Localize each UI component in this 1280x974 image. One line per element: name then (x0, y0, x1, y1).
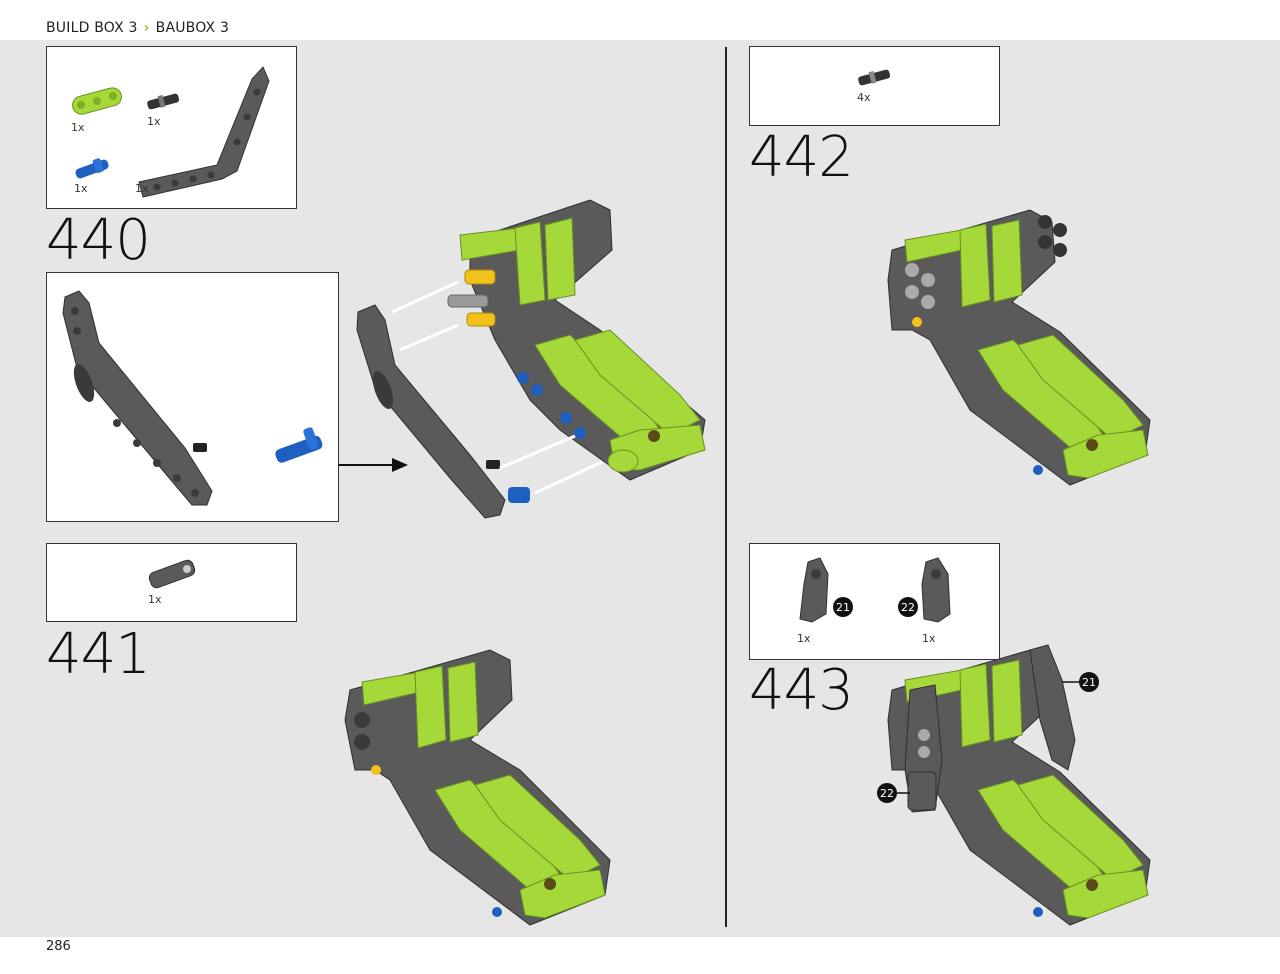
breadcrumb-en: BUILD BOX 3 (46, 20, 138, 36)
part-qty-connector: 1x (148, 593, 162, 606)
column-divider (725, 47, 727, 927)
page-number: 286 (46, 939, 71, 954)
parts-box-442: 4x (749, 46, 1000, 126)
callout-21-label: 21 (1082, 676, 1096, 689)
breadcrumb: BUILD BOX 3 › BAUBOX 3 (46, 20, 229, 36)
callout-21-icon: 21 (833, 597, 853, 617)
callout-22-label: 22 (901, 601, 915, 614)
part-qty-black-pin: 1x (147, 115, 161, 128)
blue-pin-part-icon (75, 158, 109, 179)
step-number-443: 443 (749, 658, 854, 723)
part-qty-blue-pin: 1x (74, 182, 88, 195)
right-panel-part-icon (921, 557, 951, 623)
page-header: BUILD BOX 3 › BAUBOX 3 (0, 0, 1280, 40)
black-pin-part-icon (858, 69, 891, 86)
callout-21-label: 21 (836, 601, 850, 614)
parts-illustration-442 (858, 69, 891, 86)
step-number-441: 441 (46, 622, 151, 687)
assembly-arrow-icon (221, 463, 273, 485)
part-qty-black-pin: 4x (857, 91, 871, 104)
gray-connector-part-icon (148, 559, 196, 589)
part-qty-bent-beam: 1x (135, 182, 149, 195)
parts-box-440: 1x 1x 1x 1x (46, 46, 297, 209)
step-number-442: 442 (749, 125, 854, 190)
parts-box-441: 1x (46, 543, 297, 622)
subassembly-illustration-440 (62, 290, 323, 506)
black-pin-part-icon (147, 93, 180, 110)
parts-box-443: 21 22 1x 1x (749, 543, 1000, 660)
page-footer (0, 937, 1280, 974)
part-qty-left-panel: 1x (797, 632, 811, 645)
parts-illustration-443: 21 22 (799, 557, 951, 623)
callout-22-icon: 22 (898, 597, 918, 617)
callout-22-label: 22 (880, 787, 894, 800)
parts-illustration-440 (72, 66, 270, 198)
left-panel-part-icon (799, 557, 829, 623)
gray-beam-subassembly-icon (62, 290, 213, 506)
blue-pin-subassembly-icon (275, 427, 323, 463)
part-qty-right-panel: 1x (922, 632, 936, 645)
callout-22-icon: 22 (877, 783, 897, 803)
callout-21-icon: 21 (1079, 672, 1099, 692)
part-qty-lime-beam: 1x (71, 121, 85, 134)
gray-bent-beam-part-icon (138, 66, 270, 198)
parts-illustration-441 (148, 559, 196, 589)
subassembly-box-440 (46, 272, 339, 522)
lime-beam-part-icon (72, 87, 122, 115)
breadcrumb-separator: › (143, 20, 150, 36)
breadcrumb-de: BAUBOX 3 (155, 20, 230, 36)
step-number-440: 440 (46, 208, 151, 273)
